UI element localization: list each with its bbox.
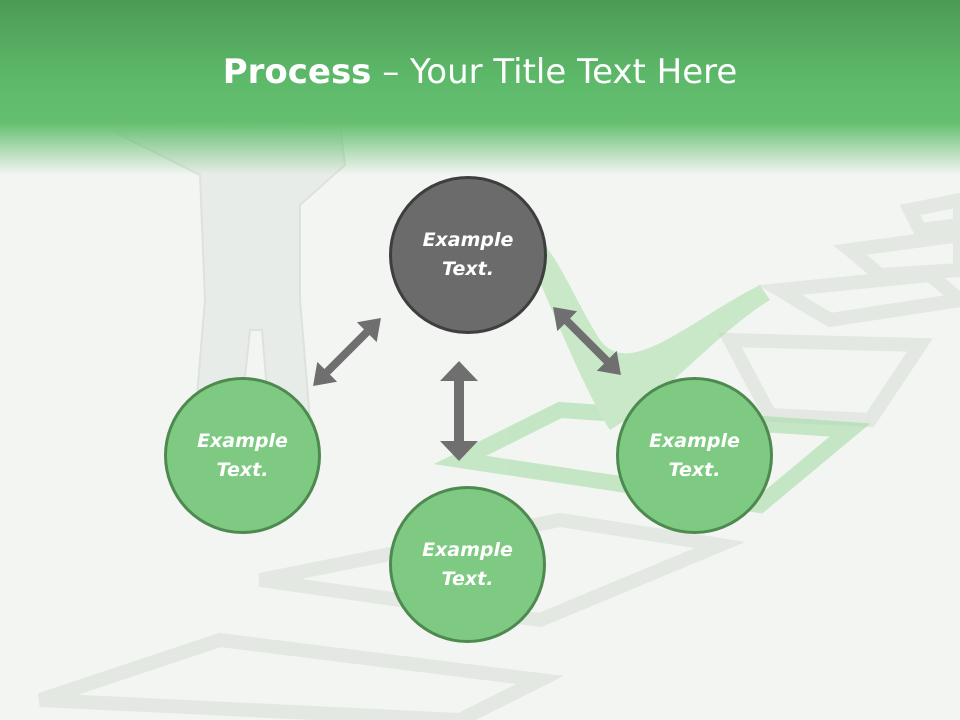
arrow-top-right	[553, 307, 621, 375]
node-bottom-line1: Example	[422, 538, 513, 561]
title-rest: – Your Title Text Here	[371, 52, 738, 92]
node-right-line1: Example	[649, 429, 740, 452]
slide-title: Process – Your Title Text Here	[0, 52, 960, 92]
node-top: Example Text.	[389, 176, 547, 334]
node-left-line1: Example	[197, 429, 288, 452]
node-bottom-line2: Text.	[441, 567, 494, 590]
title-bold: Process	[222, 52, 372, 92]
node-right-line2: Text.	[668, 458, 721, 481]
node-left: Example Text.	[164, 377, 321, 534]
node-left-line2: Text.	[216, 458, 269, 481]
arrow-top-left	[313, 318, 381, 386]
node-right: Example Text.	[616, 377, 773, 534]
arrow-vertical	[440, 361, 478, 461]
title-banner	[0, 0, 960, 175]
node-bottom: Example Text.	[389, 486, 546, 643]
node-top-line2: Text.	[442, 258, 494, 280]
node-top-line1: Example	[422, 229, 514, 251]
